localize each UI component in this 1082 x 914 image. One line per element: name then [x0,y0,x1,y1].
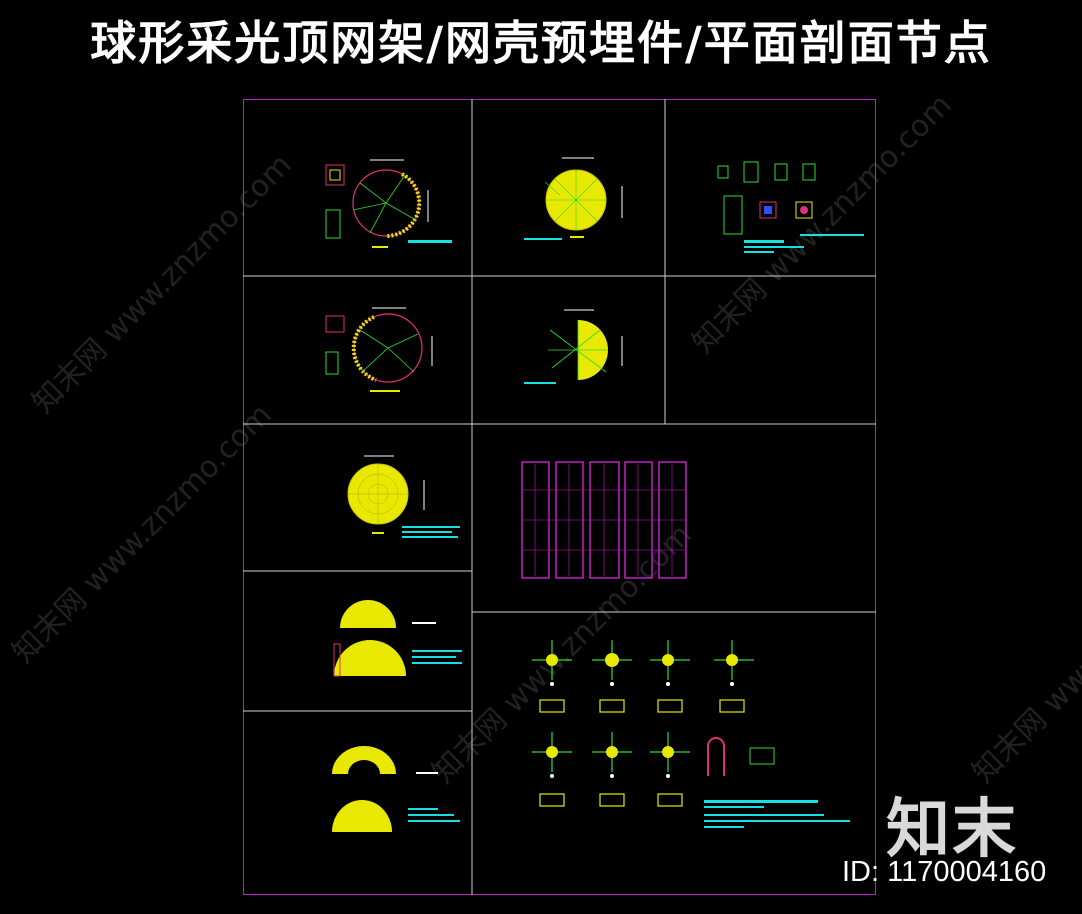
page-title: 球形采光顶网架/网壳预埋件/平面剖面节点 [90,16,992,70]
ball-joint-nodes-panel-10 [532,640,850,828]
plan-dome-panel-2 [524,157,623,240]
plan-half-dome-panel-5 [524,309,623,384]
drawing-sheet-frame [243,99,876,895]
image-id-watermark: ID: 1170004160 [842,856,1047,888]
plan-dome-panel-6 [347,455,460,538]
section-dome-panel-9 [332,746,460,832]
plan-circle-panel-4 [325,307,433,392]
embedded-parts-panel-7 [521,461,687,579]
sheet-grid-lines [243,99,876,895]
section-dome-panel-8 [333,600,462,677]
brand-logo-watermark: 知末 [886,793,1018,867]
plan-circle-panel-1 [325,159,452,248]
node-details-panel-3 [717,161,864,253]
